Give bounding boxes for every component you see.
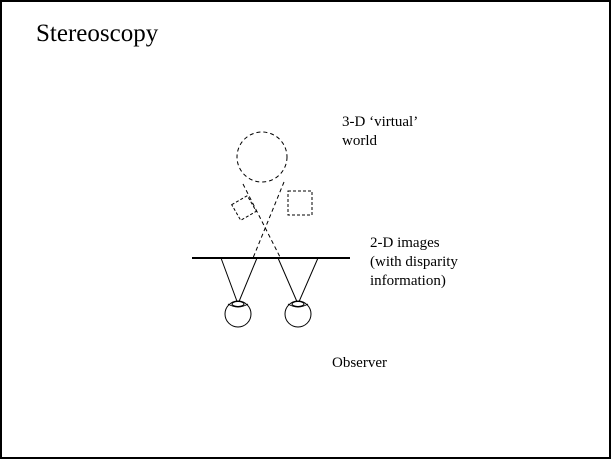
sight-line-left [242, 183, 281, 258]
virtual-sphere-icon [236, 131, 288, 183]
right-view-cone [277, 257, 319, 306]
virtual-world-label-line-1: 3-D ‘virtual’ [342, 114, 419, 130]
images-label-line-3: information) [370, 273, 446, 290]
left-eye-icon [224, 300, 252, 328]
virtual-world-label-line-2: world [342, 133, 377, 150]
images-label: 2-D images (with disparity information) [370, 234, 458, 292]
left-view-cone [220, 257, 258, 306]
sight-line-right [252, 181, 285, 259]
right-eye-icon [284, 300, 312, 328]
virtual-cube-right-icon [287, 190, 313, 216]
virtual-cube-left-icon [231, 195, 257, 221]
images-label-line-2: (with disparity [370, 254, 458, 271]
images-label-line-1: 2-D images [370, 235, 440, 251]
virtual-world-label: 3-D ‘virtual’ world [342, 113, 418, 151]
observer-label: Observer [332, 355, 387, 371]
slide-title: Stereoscopy [36, 20, 159, 47]
